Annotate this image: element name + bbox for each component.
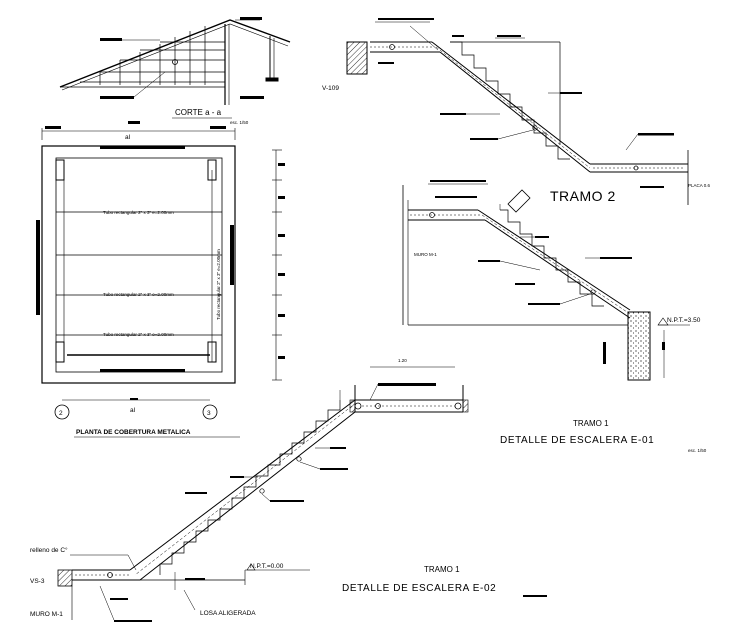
detalle-e02-title: DETALLE DE ESCALERA E-02 <box>342 583 496 594</box>
detalle-e01-title: DETALLE DE ESCALERA E-01 <box>500 435 654 446</box>
axis-3-label: 3 <box>207 410 211 417</box>
beam-v109-label: V-109 <box>322 85 339 92</box>
muro-m1-e02: MURO M-1 <box>30 611 63 618</box>
vs3-label: VS-3 <box>30 578 45 585</box>
losa-aligerada-label: LOSA ALIGERADA <box>200 610 256 617</box>
section-scale: esc. 1/50 <box>230 120 249 125</box>
relleno-label: relleno de C° <box>30 546 68 554</box>
slab-ref-label: PLACA 0.6 <box>688 183 711 188</box>
roof-plan-title: PLANTA DE COBERTURA METALICA <box>76 429 191 436</box>
e01-scale: esc. 1/50 <box>688 448 707 453</box>
tube-label-2: Tubo rectangular 2" x 3" e=2.00mm <box>103 292 174 297</box>
section-a-a-view <box>59 17 291 105</box>
section-label: CORTE a - a <box>175 108 222 117</box>
tramo1-e01-label: TRAMO 1 <box>573 419 609 428</box>
roof-plan-view <box>36 121 285 420</box>
e02-top-dim: 1.20 <box>398 358 407 363</box>
tramo1-e02-label: TRAMO 1 <box>424 565 460 574</box>
npt-000-label: N.P.T.=0.00 <box>250 563 284 570</box>
side-tube-label: Tubo rectangular 2" x 3" e=2.00mm <box>216 249 221 320</box>
stair-e01-tramo2 <box>346 18 689 205</box>
stair-e02 <box>57 366 547 622</box>
tube-label-3: Tubo rectangular 2" x 3" e=2.00mm <box>103 332 174 337</box>
tramo2-label: TRAMO 2 <box>550 188 616 204</box>
stair-e01-tramo1 <box>402 180 690 381</box>
axis-dim-label: al <box>130 407 136 414</box>
axis-2-label: 2 <box>59 410 63 417</box>
npt-350-label: N.P.T.=3.50 <box>667 317 701 324</box>
plan-top-dim: al <box>125 134 131 141</box>
muro-m1-e01: MURO M-1 <box>414 252 437 257</box>
tube-label-1: Tubo rectangular 2" x 3" e=2.00mm <box>103 210 174 215</box>
